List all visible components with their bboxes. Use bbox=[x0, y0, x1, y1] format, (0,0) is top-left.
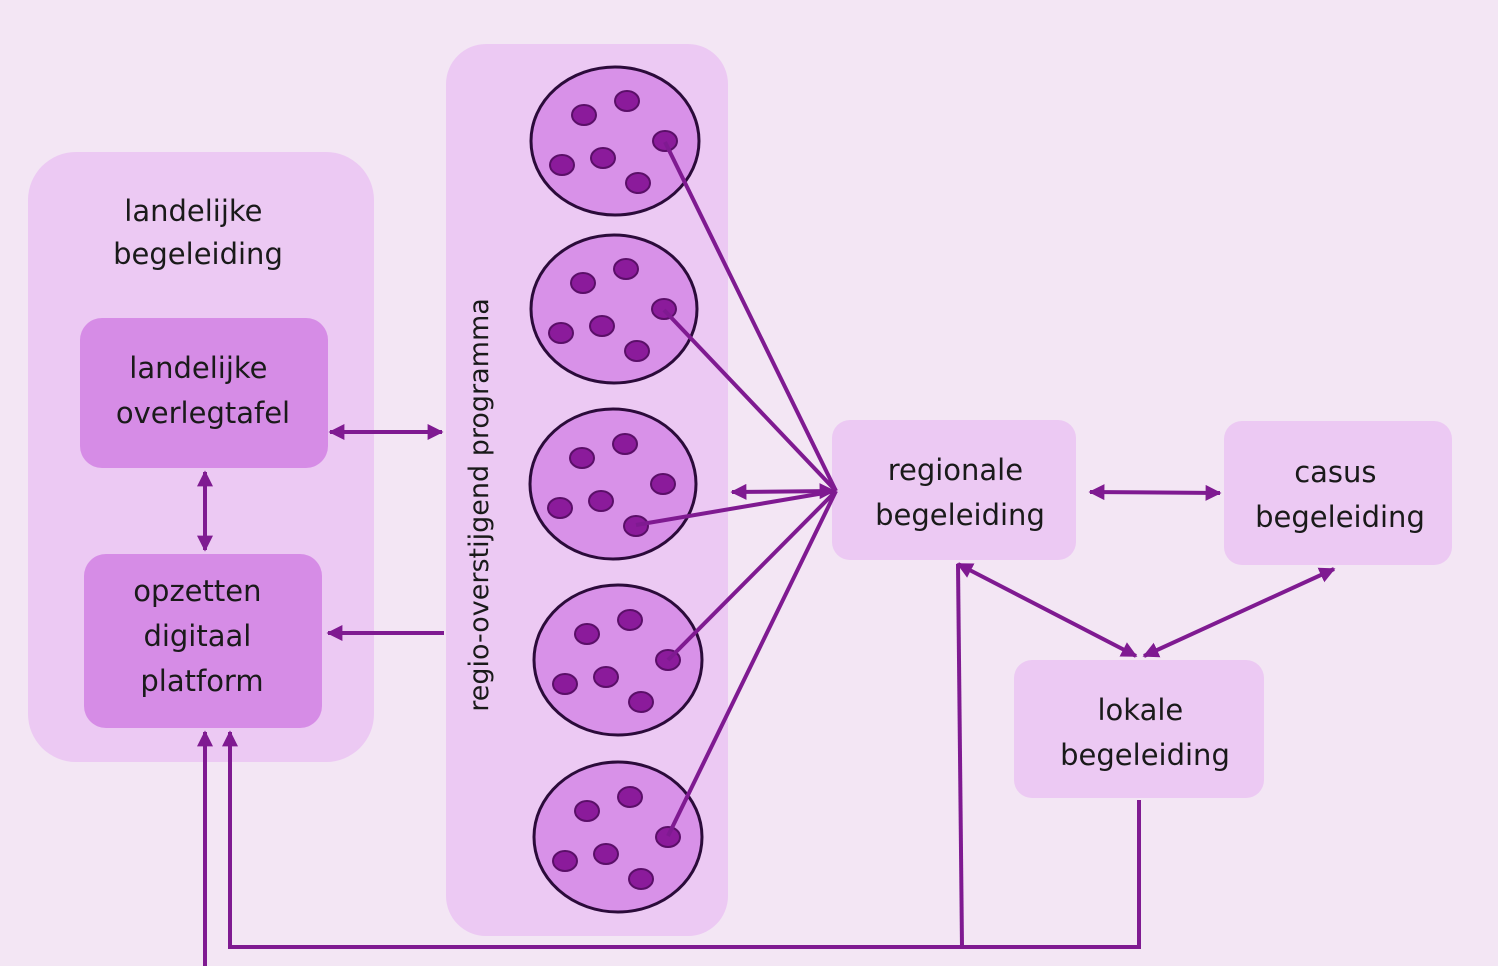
region-member-dot bbox=[624, 340, 650, 362]
region-member-dot bbox=[614, 90, 640, 112]
region-member-dot bbox=[628, 691, 654, 713]
opzetten-digitaal-platform-line-3: platform bbox=[140, 664, 263, 698]
region-member-dot bbox=[548, 322, 574, 344]
region-member-dot bbox=[623, 515, 649, 537]
region-member-dot bbox=[593, 666, 619, 688]
region-circle bbox=[529, 233, 699, 385]
landelijke-begeleiding-label: landelijke begeleiding bbox=[113, 194, 283, 271]
regionale-begeleiding-label: regionale begeleiding bbox=[875, 453, 1045, 532]
region-member-dot bbox=[588, 490, 614, 512]
landelijke-overlegtafel-box bbox=[80, 318, 328, 468]
casus-lokale-arrow bbox=[1142, 567, 1336, 658]
opzetten-digitaal-platform-line-2: digitaal bbox=[143, 619, 251, 653]
casus-begeleiding-line-2: begeleiding bbox=[1255, 500, 1425, 534]
region-member-dot bbox=[613, 258, 639, 280]
region-member-dot bbox=[652, 130, 678, 152]
region-regionale-link bbox=[662, 308, 838, 493]
region-member-dot bbox=[552, 673, 578, 695]
region-cluster-icon bbox=[529, 65, 701, 217]
region-group bbox=[528, 65, 704, 914]
landelijke-begeleiding-line-1: landelijke bbox=[124, 194, 262, 228]
regio-overstijgend-programma-label: regio-overstijgend programma bbox=[464, 298, 495, 712]
casus-begeleiding-line-1: casus bbox=[1294, 455, 1376, 489]
regionale-begeleiding-line-2: begeleiding bbox=[875, 498, 1045, 532]
connector-group bbox=[197, 141, 1336, 966]
region-member-dot bbox=[569, 447, 595, 469]
region-member-dot bbox=[571, 104, 597, 126]
region-regionale-link bbox=[663, 141, 838, 492]
region-cluster-icon bbox=[529, 233, 699, 385]
casus-begeleiding-box bbox=[1224, 421, 1452, 565]
region-cluster-icon bbox=[532, 583, 704, 737]
landelijke-overlegtafel-line-1: landelijke bbox=[129, 351, 267, 385]
opzetten-digitaal-platform-box bbox=[84, 554, 322, 728]
lokale-begeleiding-label: lokale begeleiding bbox=[1060, 693, 1230, 772]
region-cluster-icon bbox=[528, 407, 698, 561]
regionale-casus-arrow bbox=[1088, 484, 1222, 501]
regionale-begeleiding-line-1: regionale bbox=[888, 453, 1023, 487]
region-regionale-link bbox=[635, 489, 837, 527]
region-member-dot bbox=[625, 172, 651, 194]
region-regionale-link bbox=[666, 489, 838, 662]
region-circle bbox=[529, 65, 701, 217]
region-member-dot bbox=[650, 473, 676, 495]
region-regionale-link bbox=[666, 490, 838, 837]
region-member-dot bbox=[549, 154, 575, 176]
region-member-dot bbox=[574, 800, 600, 822]
opzetten-digitaal-platform-line-1: opzetten bbox=[133, 574, 261, 608]
lokale-begeleiding-box bbox=[1014, 660, 1264, 798]
region-member-dot bbox=[612, 433, 638, 455]
landelijke-begeleiding-line-2: begeleiding bbox=[113, 237, 283, 271]
lokale-begeleiding-line-2: begeleiding bbox=[1060, 738, 1230, 772]
region-member-dot bbox=[552, 850, 578, 872]
casus-begeleiding-label: casus begeleiding bbox=[1255, 455, 1425, 534]
region-member-dot bbox=[589, 315, 615, 337]
region-member-dot bbox=[547, 497, 573, 519]
region-member-dot bbox=[593, 843, 619, 865]
region-circle bbox=[532, 760, 704, 914]
region-cluster-icon bbox=[532, 760, 704, 914]
regionale-lokale-arrow bbox=[956, 562, 1138, 658]
landelijke-overlegtafel-line-2: overlegtafel bbox=[116, 396, 290, 430]
lokale-platform-loop-arrow bbox=[222, 730, 1141, 949]
region-member-dot bbox=[574, 623, 600, 645]
region-circle bbox=[532, 583, 704, 737]
regionale-begeleiding-box bbox=[832, 420, 1076, 560]
programma-regionale-arrow bbox=[730, 483, 836, 500]
region-link-group bbox=[635, 141, 838, 837]
region-member-dot bbox=[655, 826, 681, 848]
opzetten-digitaal-platform-label: opzetten digitaal platform bbox=[133, 574, 270, 698]
region-member-dot bbox=[617, 786, 643, 808]
region-member-dot bbox=[590, 147, 616, 169]
region-member-dot bbox=[628, 868, 654, 890]
landelijke-overlegtafel-label: landelijke overlegtafel bbox=[116, 351, 290, 430]
lokale-begeleiding-line-1: lokale bbox=[1098, 693, 1184, 727]
regionale-loop-line bbox=[956, 563, 964, 948]
region-member-dot bbox=[570, 272, 596, 294]
region-member-dot bbox=[617, 609, 643, 631]
